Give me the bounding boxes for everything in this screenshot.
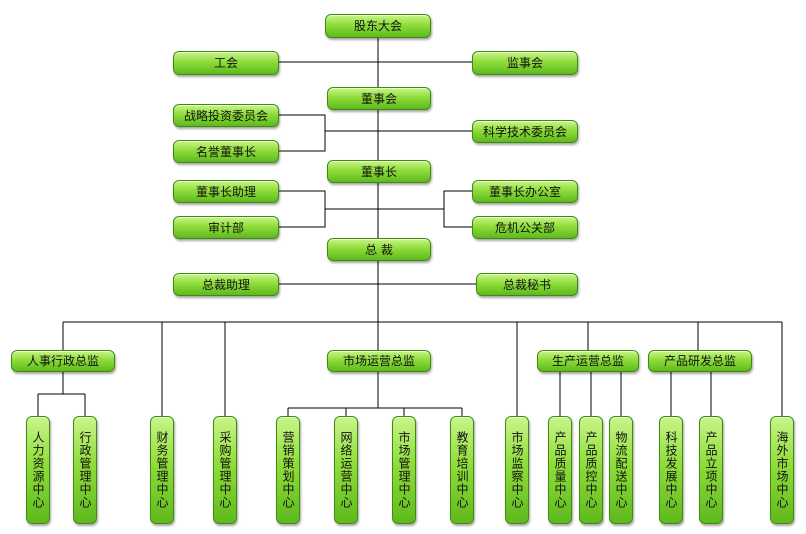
node-dongshihui: 董事会	[327, 87, 431, 110]
node-mingyu: 名誉董事长	[173, 140, 279, 163]
node-c7: 市场管理中心	[392, 416, 416, 524]
node-shengchan: 生产运营总监	[537, 350, 639, 372]
node-jianshihui: 监事会	[472, 51, 578, 75]
node-c5: 营销策划中心	[276, 416, 300, 524]
node-weiji: 危机公关部	[472, 216, 578, 239]
node-dongshizhang: 董事长	[327, 160, 431, 183]
node-dszbangong: 董事长办公室	[472, 180, 578, 203]
node-zczhuli: 总裁助理	[173, 273, 279, 296]
node-c9: 市场监察中心	[505, 416, 529, 524]
node-c4: 采购管理中心	[213, 416, 237, 524]
node-c10: 产品质量中心	[548, 416, 572, 524]
node-c8: 教育培训中心	[450, 416, 474, 524]
node-c14: 产品立项中心	[699, 416, 723, 524]
node-c3: 财务管理中心	[150, 416, 174, 524]
node-c11: 产品质控中心	[579, 416, 603, 524]
node-kexue: 科学技术委员会	[472, 120, 578, 143]
node-gudong: 股东大会	[325, 14, 431, 38]
node-dszzhuli: 董事长助理	[173, 180, 279, 203]
node-zcmishu: 总裁秘书	[476, 273, 578, 296]
node-c1: 人力资源中心	[26, 416, 50, 524]
node-renshi: 人事行政总监	[11, 350, 115, 372]
node-c2: 行政管理中心	[73, 416, 97, 524]
node-gonghui: 工会	[173, 51, 279, 75]
node-zhanlue: 战略投资委员会	[173, 104, 279, 127]
node-chanpin: 产品研发总监	[648, 350, 752, 372]
node-zongcai: 总 裁	[327, 238, 431, 261]
node-c6: 网络运营中心	[334, 416, 358, 524]
node-shenji: 审计部	[173, 216, 279, 239]
node-c15: 海外市场中心	[770, 416, 794, 524]
node-c12: 物流配送中心	[609, 416, 633, 524]
node-shichang: 市场运营总监	[327, 350, 431, 372]
node-c13: 科技发展中心	[659, 416, 683, 524]
